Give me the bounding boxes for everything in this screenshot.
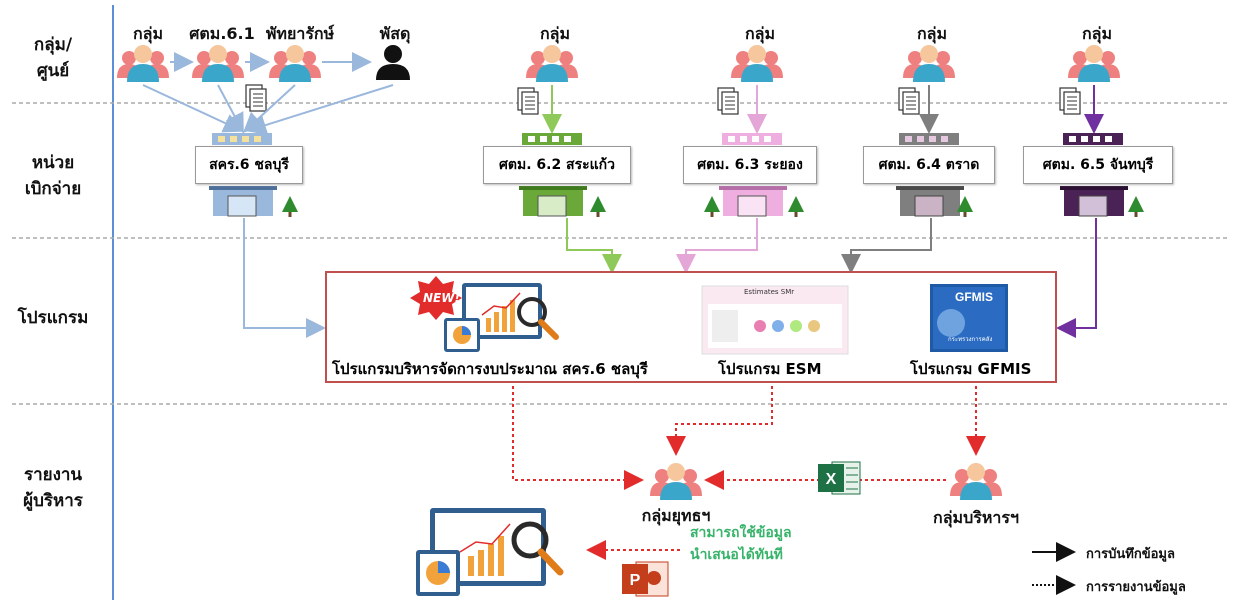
unit-box: ศตม. 6.4 ตราด: [863, 146, 995, 184]
person-icon: [731, 45, 783, 82]
esm-screen-title: Estimates SMr: [744, 288, 795, 296]
row-label-disbursing-unit: หน่วย เบิกจ่าย: [24, 153, 82, 199]
row-label-group-center: กลุ่ม/ ศูนย์: [33, 35, 73, 81]
unit-box: ศตม. 6.5 จันทบุรี: [1023, 146, 1173, 184]
unit-box: สคร.6 ชลบุรี: [195, 146, 303, 184]
person-icon: [117, 45, 169, 82]
gfmis-logo-icon: [930, 284, 1008, 352]
person-label: กลุ่ม: [539, 24, 571, 43]
admin-group-label: กลุ่มบริหารฯ: [933, 508, 1019, 527]
gfmis-logo-text: GFMIS: [955, 290, 993, 304]
person-icon: [526, 45, 578, 82]
user-silhouette-icon: [376, 45, 410, 80]
building-icon: [519, 133, 606, 217]
unit-box: ศตม. 6.3 ระยอง: [683, 146, 817, 184]
strategy-group-label: กลุ่มยุทธฯ: [641, 506, 711, 525]
person-icon: [269, 45, 321, 82]
document-icon: [717, 87, 739, 115]
building-icon: [896, 133, 973, 217]
dashboard-chart-icon: [444, 283, 559, 352]
document-icon: [1059, 87, 1081, 115]
esm-program-label: โปรแกรม ESM: [718, 360, 822, 378]
svg-text:X: X: [826, 471, 837, 488]
legend-report-label: การรายงานข้อมูล: [1086, 580, 1186, 595]
person-icon: [192, 45, 244, 82]
report-note: สามารถใช้ข้อมูล นำเสนอได้ทันที: [690, 525, 792, 563]
powerpoint-icon: P: [622, 561, 669, 597]
building-icon: [1060, 133, 1144, 217]
person-icon: [1068, 45, 1120, 82]
excel-icon: X: [818, 461, 861, 495]
gfmis-program-label: โปรแกรม GFMIS: [910, 360, 1032, 378]
person-label: กลุ่ม: [916, 24, 948, 43]
gfmis-logo-subtext: กระทรวงการคลัง: [948, 336, 993, 343]
building-icon: [704, 133, 804, 217]
person-label: กลุ่ม: [744, 24, 776, 43]
new-badge-icon: [410, 276, 462, 320]
row-label-exec-report: รายงาน ผู้บริหาร: [23, 465, 83, 511]
person-label: ศตม.6.1: [189, 24, 255, 43]
esm-screenshot: [701, 285, 849, 355]
person-label: กลุ่ม: [1081, 24, 1113, 43]
document-icon: [898, 87, 920, 115]
person-label: กลุ่ม: [132, 24, 164, 43]
document-icon: [517, 87, 539, 115]
person-icon: [903, 45, 955, 82]
document-icon: [245, 84, 267, 112]
building-icon: [209, 133, 298, 217]
new-badge-text: NEW!: [423, 291, 460, 305]
row-label-program: โปรแกรม: [17, 308, 89, 328]
report-dashboard-icon: [416, 508, 564, 596]
svg-text:P: P: [630, 572, 641, 589]
person-icon: [950, 463, 1002, 500]
person-icon: [650, 463, 702, 500]
unit-box: ศตม. 6.2 สระแก้ว: [483, 146, 631, 184]
budget-program-label: โปรแกรมบริหารจัดการงบประมาณ สคร.6 ชลบุรี: [332, 360, 648, 378]
legend-record-label: การบันทึกข้อมูล: [1086, 547, 1175, 562]
person-label: พัสดุ: [379, 24, 411, 43]
person-label: พัทยารักษ์: [265, 24, 335, 43]
